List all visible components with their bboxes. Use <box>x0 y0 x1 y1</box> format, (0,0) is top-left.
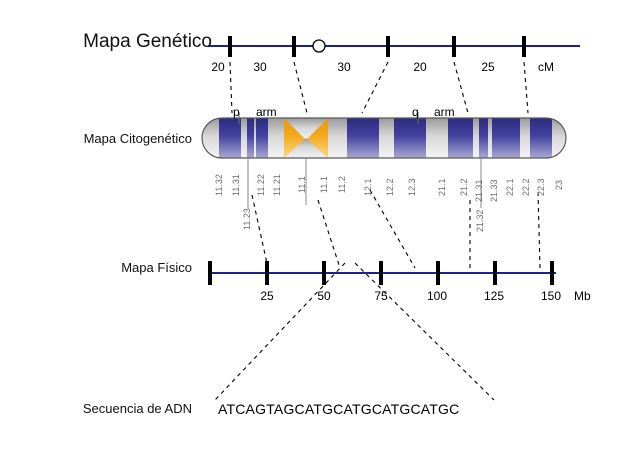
band-label-21.31: 21.31 <box>474 179 484 202</box>
leader-g0 <box>229 61 233 114</box>
band-label-22.2: 22.2 <box>521 178 531 196</box>
band-label-22.1: 22.1 <box>505 178 515 196</box>
physical-map-unit-label: Mb <box>574 289 591 303</box>
genetic-tick-3 <box>452 36 456 57</box>
band-label-11.23: 11.23 <box>242 208 252 230</box>
centromere-notch-bottom <box>284 138 328 158</box>
genetic-interval-label-0: 20 <box>211 60 225 74</box>
chromosome-outline <box>201 117 567 159</box>
genetic-interval-label-2: 30 <box>337 60 351 74</box>
physical-tick-0 <box>208 261 212 285</box>
leader-c4 <box>537 191 541 269</box>
band-label-12.2: 12.2 <box>385 178 395 196</box>
band-21.2 <box>448 118 473 158</box>
band-label-11.2: 11.2 <box>337 176 347 193</box>
leader-g1 <box>293 61 308 114</box>
genetic-tick-1 <box>292 36 296 57</box>
leaders-physical-to-dna <box>214 262 495 401</box>
band-connectors <box>247 158 482 208</box>
p-arm-letter-label: p <box>233 105 240 119</box>
leaders-cytogenetic-to-physical <box>251 189 541 269</box>
physical-tick-label-150: 150 <box>540 289 562 303</box>
physical-tick-75 <box>379 261 383 285</box>
physical-tick-125 <box>493 261 497 285</box>
band-12.3 <box>394 118 426 158</box>
band-label-21.1: 21.1 <box>437 178 447 196</box>
q-arm-letter-label: q <box>412 105 419 119</box>
cytogenetic-map-row-label: Mapa Citogenético <box>83 131 192 146</box>
genetic-centromere-marker <box>312 39 326 53</box>
band-label-11.32: 11.32 <box>214 174 224 196</box>
chromosome-ideogram <box>201 117 567 159</box>
leader-c2 <box>369 189 416 269</box>
band-label-11.31: 11.31 <box>231 174 241 196</box>
genetic-map-row-label: Mapa Genético <box>83 31 212 52</box>
leader-dna-right <box>354 262 495 401</box>
band-label-11.1-q: 11.1 <box>319 176 329 193</box>
dna-sequence-row-label: Secuencia de ADN <box>82 401 192 416</box>
genetic-tick-4 <box>522 36 526 57</box>
band-22.1 <box>492 118 520 158</box>
leaders-genetic-to-cytogenetic <box>229 61 529 114</box>
physical-tick-150 <box>550 261 554 285</box>
genetic-interval-label-4: 25 <box>481 60 495 74</box>
physical-tick-label-50: 50 <box>317 289 331 303</box>
band-label-12.3: 12.3 <box>407 178 417 196</box>
physical-tick-label-75: 75 <box>374 289 388 303</box>
leader-c0 <box>251 194 269 269</box>
band-label-11.1-p: 11.1 <box>297 176 307 193</box>
band-label-11.21: 11.21 <box>272 174 282 196</box>
centromere-notch-top <box>284 118 328 140</box>
dna-sequence-text: ATCAGTAGCATGCATGCATGCATGC <box>218 401 460 417</box>
band-12.1 <box>347 118 379 158</box>
genetic-tick-0 <box>228 36 232 57</box>
band-11.22 <box>256 118 268 158</box>
genetic-interval-label-1: 30 <box>253 60 267 74</box>
physical-tick-100 <box>436 261 440 285</box>
leader-g2 <box>361 61 389 114</box>
genetic-map-unit-label: cM <box>538 60 554 74</box>
p-arm-word-label: arm <box>256 105 277 119</box>
band-label-21.33: 21.33 <box>489 179 499 202</box>
band-label-21.32: 21.32 <box>475 209 485 232</box>
leader-c1 <box>317 199 341 269</box>
leader-g4 <box>523 61 529 114</box>
genetic-tick-2 <box>386 36 390 57</box>
band-label-21.2: 21.2 <box>459 178 469 196</box>
band-label-12.1: 12.1 <box>363 178 373 196</box>
physical-tick-25 <box>265 261 269 285</box>
physical-map-row-label: Mapa Físico <box>121 260 192 275</box>
physical-tick-label-125: 125 <box>483 289 505 303</box>
physical-tick-50 <box>322 261 326 285</box>
band-11.32 <box>219 118 241 158</box>
genetic-interval-label-3: 20 <box>413 60 427 74</box>
band-21.31 <box>479 118 488 158</box>
q-arm-word-label: arm <box>434 105 455 119</box>
physical-map-track <box>208 261 556 285</box>
band-label-11.22: 11.22 <box>256 174 266 196</box>
arm-pointers <box>238 112 419 124</box>
band-label-22.3: 22.3 <box>536 178 546 196</box>
physical-tick-label-25: 25 <box>260 289 274 303</box>
genetic-map-track <box>208 36 580 57</box>
band-11.31 <box>247 118 254 158</box>
leader-g3 <box>453 61 469 114</box>
band-22.3 <box>530 118 552 158</box>
physical-tick-label-100: 100 <box>426 289 448 303</box>
band-label-23: 23 <box>554 179 564 190</box>
